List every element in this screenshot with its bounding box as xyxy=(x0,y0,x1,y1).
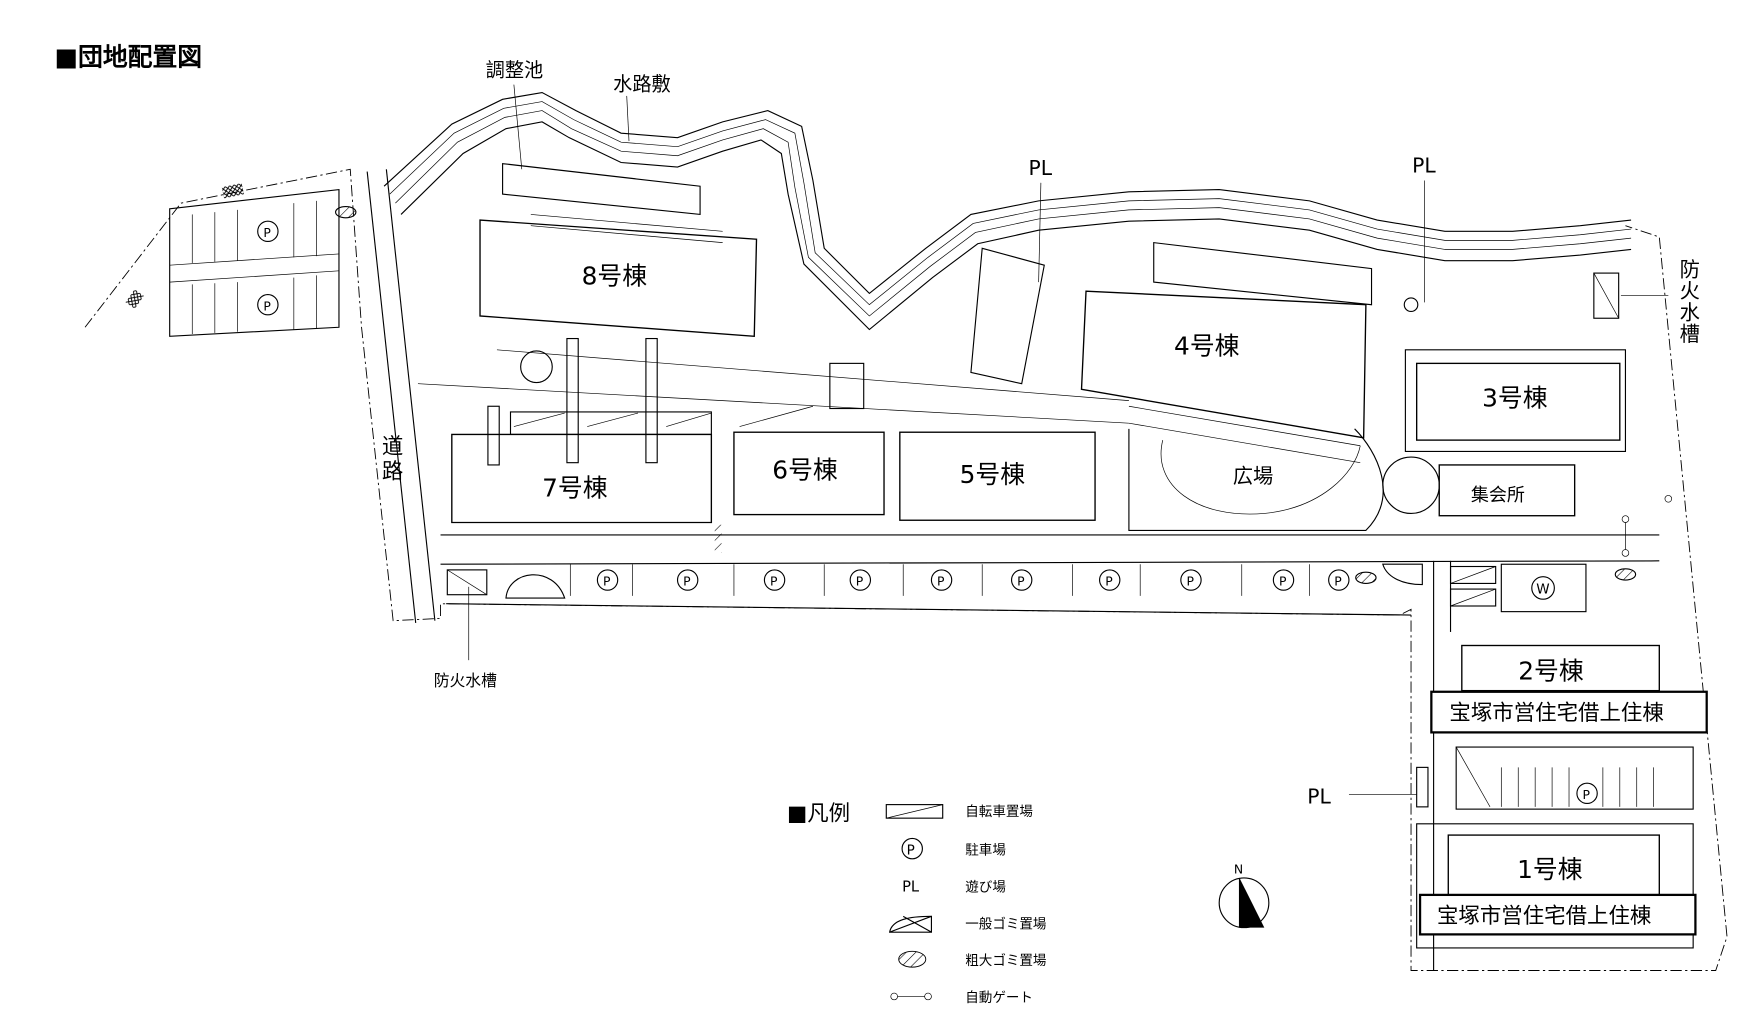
playground-label: PL xyxy=(1028,156,1052,180)
building-4: 4号棟 xyxy=(970,241,1373,464)
meeting-hall-label: 集会所 xyxy=(1471,485,1525,506)
parking-marker-icon xyxy=(849,569,872,591)
legend-label: 一般ゴミ置場 xyxy=(965,916,1046,933)
parking-label: P xyxy=(683,574,691,589)
parking-row: P P P P P P P P P P P P xyxy=(257,220,1637,599)
building-label: 8号棟 xyxy=(582,261,648,290)
parking-marker-icon xyxy=(1272,569,1295,591)
legend: ■凡例 P PL 自転車置場 駐車場 遊び場 一般ゴミ置場 粗大ゴミ置場 自動ゲ… xyxy=(787,801,1046,1006)
parking-label: P xyxy=(263,298,271,313)
parking-marker-icon xyxy=(1010,569,1033,591)
fire-tank-right: 防 火 水 槽 xyxy=(1593,257,1700,346)
building-6: 6号棟 xyxy=(733,405,885,516)
parking-marker-icon xyxy=(257,293,279,316)
legend-label: 自転車置場 xyxy=(965,804,1033,820)
playground-label: PL xyxy=(1307,784,1331,808)
building-7: 7号棟 xyxy=(451,337,713,524)
water-label: W xyxy=(1536,582,1549,598)
parking-marker-icon xyxy=(596,569,619,591)
parking-marker-icon xyxy=(930,569,953,591)
waterway xyxy=(383,91,1632,331)
building-label: 4号棟 xyxy=(1174,331,1240,360)
parking-marker-icon xyxy=(257,220,279,243)
legend-label: 自動ゲート xyxy=(965,990,1033,1006)
road-label: 路 xyxy=(382,459,403,484)
page-title: ■団地配置図 xyxy=(55,42,203,71)
waterway-label: 水路敷 xyxy=(613,72,671,95)
plaza: 広場 xyxy=(1128,428,1440,531)
north-label: N xyxy=(1234,861,1243,876)
north-arrow-icon: N xyxy=(1218,861,1270,929)
building-label: 1号棟 xyxy=(1517,855,1583,884)
plaza-label: 広場 xyxy=(1233,464,1274,488)
parking-marker-icon xyxy=(676,569,699,591)
building-2: 2号棟 宝塚市営住宅借上住棟 xyxy=(1430,644,1708,734)
parking-label: P xyxy=(1279,574,1287,589)
building-label: 5号棟 xyxy=(960,460,1026,489)
parking-marker-icon xyxy=(763,569,786,591)
building-3: 3号棟 xyxy=(1404,349,1627,452)
fire-tank-bottom: 防火水槽 xyxy=(434,586,497,690)
building-label: 7号棟 xyxy=(542,474,608,503)
building-8: 8号棟 xyxy=(479,162,758,384)
building-label: 2号棟 xyxy=(1518,656,1584,685)
fire-tank-label: 水 xyxy=(1680,300,1700,324)
parking-label: P xyxy=(1017,574,1025,589)
building-note: 宝塚市営住宅借上住棟 xyxy=(1449,701,1663,726)
parking-label: P xyxy=(937,574,945,589)
parking-label: P xyxy=(1105,574,1113,589)
building-note: 宝塚市営住宅借上住棟 xyxy=(1437,904,1651,929)
parking-marker-icon xyxy=(1180,569,1202,591)
legend-symbol: P xyxy=(907,842,915,858)
fire-tank-label: 火 xyxy=(1680,279,1700,303)
inner-roads xyxy=(417,349,1660,971)
parking-label: P xyxy=(1334,574,1342,589)
fire-tank-label: 槽 xyxy=(1680,322,1700,346)
legend-title: ■凡例 xyxy=(787,801,850,826)
building-label: 6号棟 xyxy=(772,455,838,484)
service-area: W xyxy=(1449,563,1587,613)
road-label: 道 xyxy=(382,435,403,460)
left-parking xyxy=(125,183,357,337)
building-5: 5号棟 xyxy=(829,362,1096,521)
legend-symbol: PL xyxy=(902,879,920,896)
playground-label: PL xyxy=(1412,154,1436,178)
legend-label: 駐車場 xyxy=(965,842,1006,858)
parking-marker-icon xyxy=(1099,569,1121,591)
parking-label: P xyxy=(770,574,778,589)
parking-label: P xyxy=(1186,574,1194,589)
parking-south: P PL xyxy=(1307,746,1694,810)
road: 道 路 xyxy=(366,169,436,623)
parking-label: P xyxy=(856,574,864,589)
auto-gates xyxy=(1621,495,1673,557)
pond-label: 調整池 xyxy=(486,59,544,82)
legend-label: 遊び場 xyxy=(965,880,1006,896)
parking-label: P xyxy=(263,225,271,240)
fire-tank-label: 防 xyxy=(1680,257,1700,281)
legend-label: 粗大ゴミ置場 xyxy=(965,952,1046,969)
building-label: 3号棟 xyxy=(1482,383,1548,412)
parking-label: P xyxy=(1583,787,1591,802)
parking-marker-icon xyxy=(1328,569,1350,591)
parking-label: P xyxy=(603,574,611,589)
building-1: 1号棟 宝塚市営住宅借上住棟 xyxy=(1416,823,1697,949)
fire-tank-label: 防火水槽 xyxy=(434,671,497,690)
meeting-hall: 集会所 xyxy=(1438,464,1576,517)
